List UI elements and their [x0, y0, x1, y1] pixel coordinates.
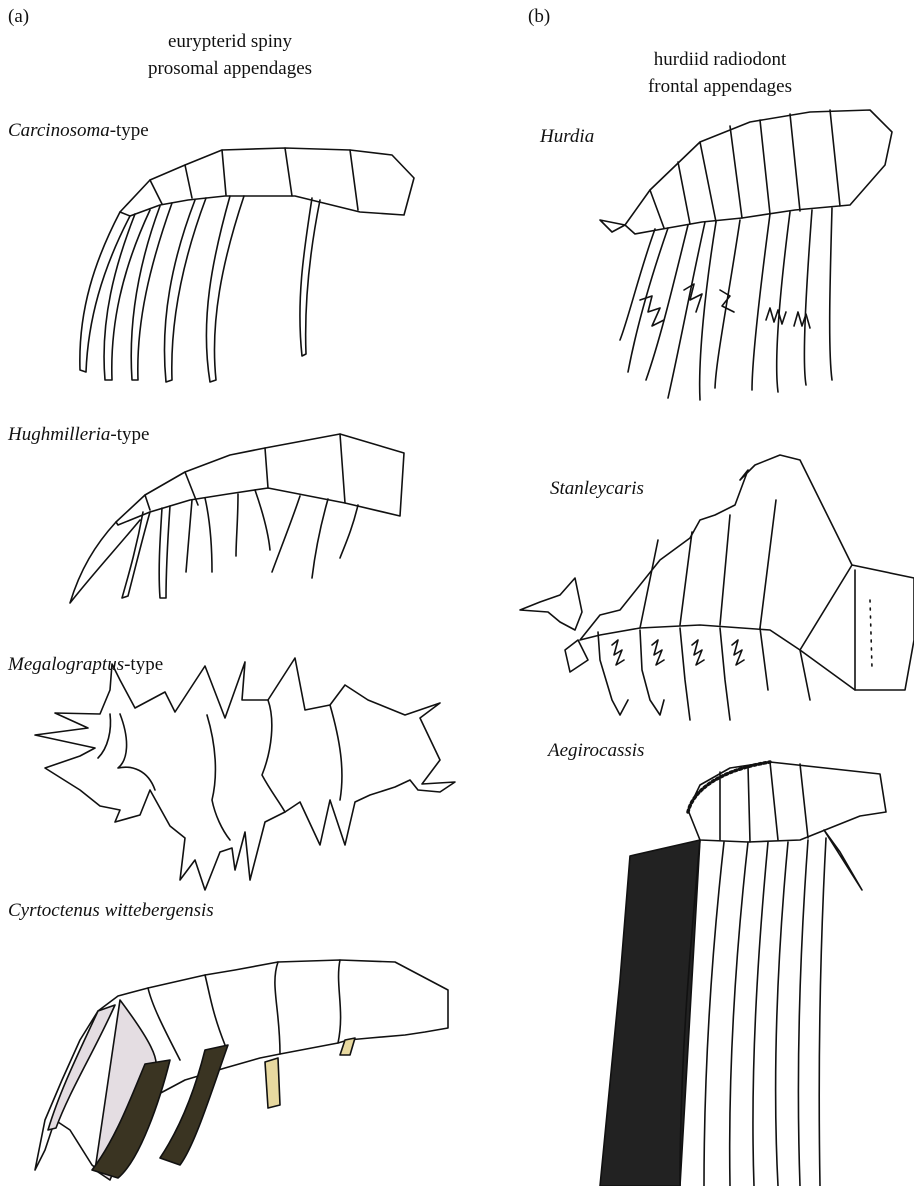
cyrtoctenus-appendage [35, 960, 448, 1180]
aegirocassis-appendage [600, 762, 886, 1186]
carcinosoma-appendage [80, 148, 414, 382]
hughmilleria-appendage [70, 434, 404, 603]
megalograptus-appendage [35, 658, 455, 890]
hurdia-appendage [600, 110, 892, 400]
stanleycaris-appendage [520, 455, 914, 720]
